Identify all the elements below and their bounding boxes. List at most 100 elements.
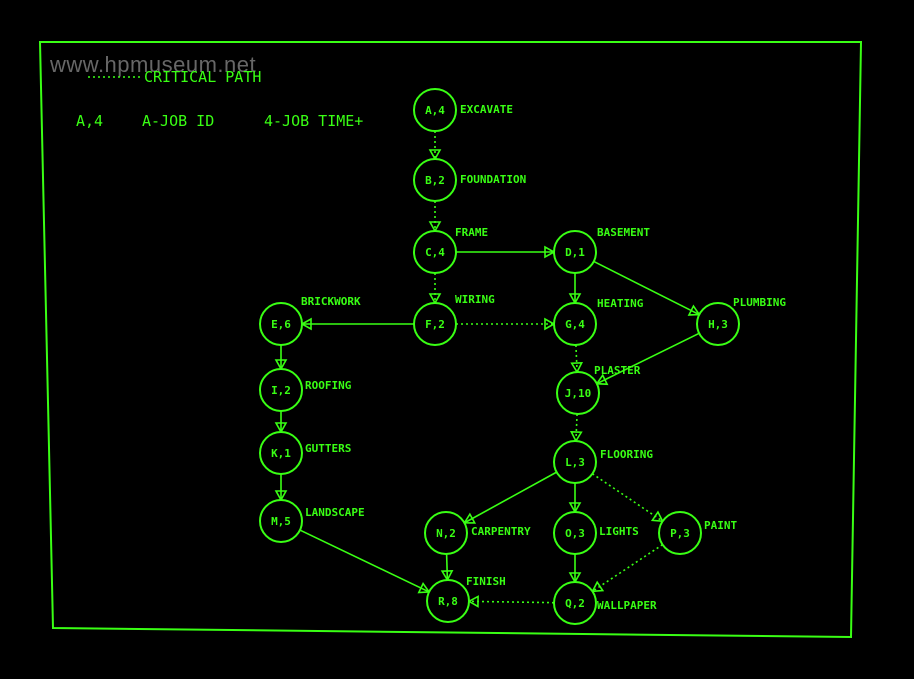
watermark: www.hpmuseum.net [50,52,257,77]
edge-L-P [591,473,664,523]
node-task-label: GUTTERS [305,442,351,455]
node-circle [696,302,740,346]
node-id-label: A,4 [425,104,445,117]
node-o: O,3 LIGHTS [553,511,639,555]
legend-critical-path-label: CRITICAL PATH [144,68,261,86]
node-task-label: WALLPAPER [597,599,657,612]
node-task-label: PLASTER [594,364,641,377]
node-task-label: CARPENTRY [471,525,531,538]
legend-key-job-id: A-JOB ID [142,112,214,130]
node-circle [413,88,457,132]
node-id-label: N,2 [436,527,456,540]
node-n: N,2 CARPENTRY [424,511,531,555]
node-circle [556,371,600,415]
node-circle [413,158,457,202]
node-circle [259,499,303,543]
edge-N-R [440,553,454,582]
edges [274,131,701,608]
node-id-label: E,6 [271,318,291,331]
arrowhead [300,317,312,331]
edge-D-G [568,273,582,305]
node-circle [426,579,470,623]
arrowhead [544,317,556,331]
edge-K-M [274,474,288,502]
node-circle [553,440,597,484]
node-id-label: Q,2 [565,597,585,610]
arrowhead [591,580,605,593]
edge-H-J [595,332,700,386]
node-task-label: WIRING [455,293,495,306]
node-l: L,3 FLOORING [553,440,653,484]
edge-C-F [428,273,442,305]
node-task-label: FLOORING [600,448,653,461]
node-circle [658,511,702,555]
node-task-label: LANDSCAPE [305,506,365,519]
arrowhead [274,359,288,371]
node-circle [553,581,597,625]
edge-I-K [274,411,288,434]
node-id-label: K,1 [271,447,291,460]
node-task-label: EXCAVATE [460,103,513,116]
node-id-label: P,3 [670,527,690,540]
node-id-label: F,2 [425,318,445,331]
node-task-label: PLUMBING [733,296,786,309]
arrowhead [440,570,454,582]
arrowhead [462,512,477,524]
arrowhead [467,595,479,608]
node-circle [424,511,468,555]
arrowhead [274,490,288,502]
arrowhead [568,502,582,514]
node-d: D,1 BASEMENT [553,226,650,274]
arrowhead [428,293,442,305]
node-circle [259,302,303,346]
node-id-label: O,3 [565,527,585,540]
arrowhead [595,373,609,386]
node-circle [259,368,303,412]
edge-L-N [462,471,557,524]
edge-J-L [569,413,583,443]
arrowhead [650,510,664,523]
node-circle [553,511,597,555]
node-task-label: LIGHTS [599,525,639,538]
arrowhead [568,572,582,584]
edge-P-Q [591,543,663,593]
arrowhead [544,245,556,259]
node-circle [413,302,457,346]
edge-E-I [274,345,288,371]
edge-O-Q [568,554,582,584]
node-f: F,2 WIRING [413,293,495,346]
arrowhead [570,361,584,374]
edge-M-R [299,529,431,594]
node-task-label: FINISH [466,575,506,588]
node-id-label: H,3 [708,318,728,331]
arrowhead [569,430,583,443]
node-k: K,1 GUTTERS [259,431,351,475]
edge-C-D [456,245,556,259]
arrowhead [428,221,442,233]
node-circle [553,302,597,346]
node-id-label: D,1 [565,246,585,259]
node-id-label: B,2 [425,174,445,187]
edge-F-G [456,317,556,331]
legend-key-example: A,4 [76,112,103,130]
edge-D-H [593,260,701,316]
node-id-label: I,2 [271,384,291,397]
node-id-label: G,4 [565,318,585,331]
edge-G-J [570,344,584,374]
node-task-label: BASEMENT [597,226,650,239]
node-h: H,3 PLUMBING [696,296,786,346]
arrowhead [428,149,442,161]
edge-Q-R [467,595,555,608]
node-task-label: PAINT [704,519,737,532]
node-id-label: L,3 [565,456,585,469]
node-id-label: C,4 [425,246,445,259]
edge-F-E [300,317,414,331]
node-circle [259,431,303,475]
